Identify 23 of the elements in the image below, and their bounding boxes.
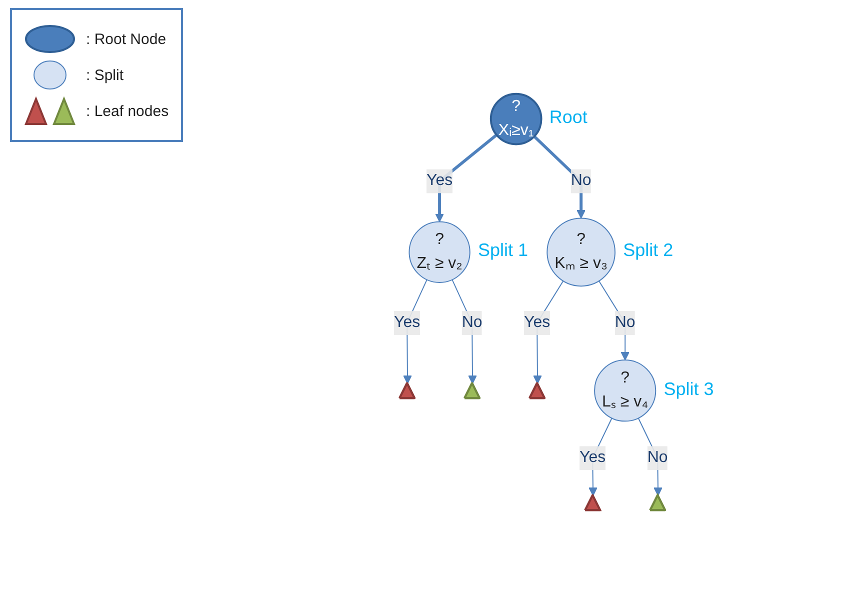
node-caption: Split 1 (478, 240, 528, 262)
edge-label: No (462, 314, 482, 332)
edge-label: Yes (394, 314, 420, 332)
node-caption: Split 2 (623, 240, 674, 262)
node-circle: ? Lₛ ≥ v₄ (594, 360, 656, 422)
node-caption: Split 3 (664, 378, 714, 400)
edge-label: No (614, 314, 636, 332)
edge-label: Yes (524, 314, 550, 332)
node-circle: ? Kₘ ≥ v₃ (546, 218, 616, 287)
legend-text: : Split (86, 66, 124, 84)
edge-label: Yes (580, 449, 606, 466)
arrow (598, 280, 630, 360)
node-circle: ? Zₜ ≥ v₂ (408, 221, 470, 283)
legend-text: : Leaf nodes (86, 102, 169, 120)
edge-label: Yes (426, 172, 453, 190)
node-caption: Root (549, 107, 588, 128)
arrow (452, 279, 477, 384)
node-circle: ? Xᵢ≥v₁ (490, 92, 542, 146)
edge-label: No (570, 172, 592, 190)
arrow (533, 135, 586, 219)
edge-label: No (647, 449, 668, 466)
legend-text: : Root Node (86, 30, 166, 48)
arrow (638, 418, 662, 496)
